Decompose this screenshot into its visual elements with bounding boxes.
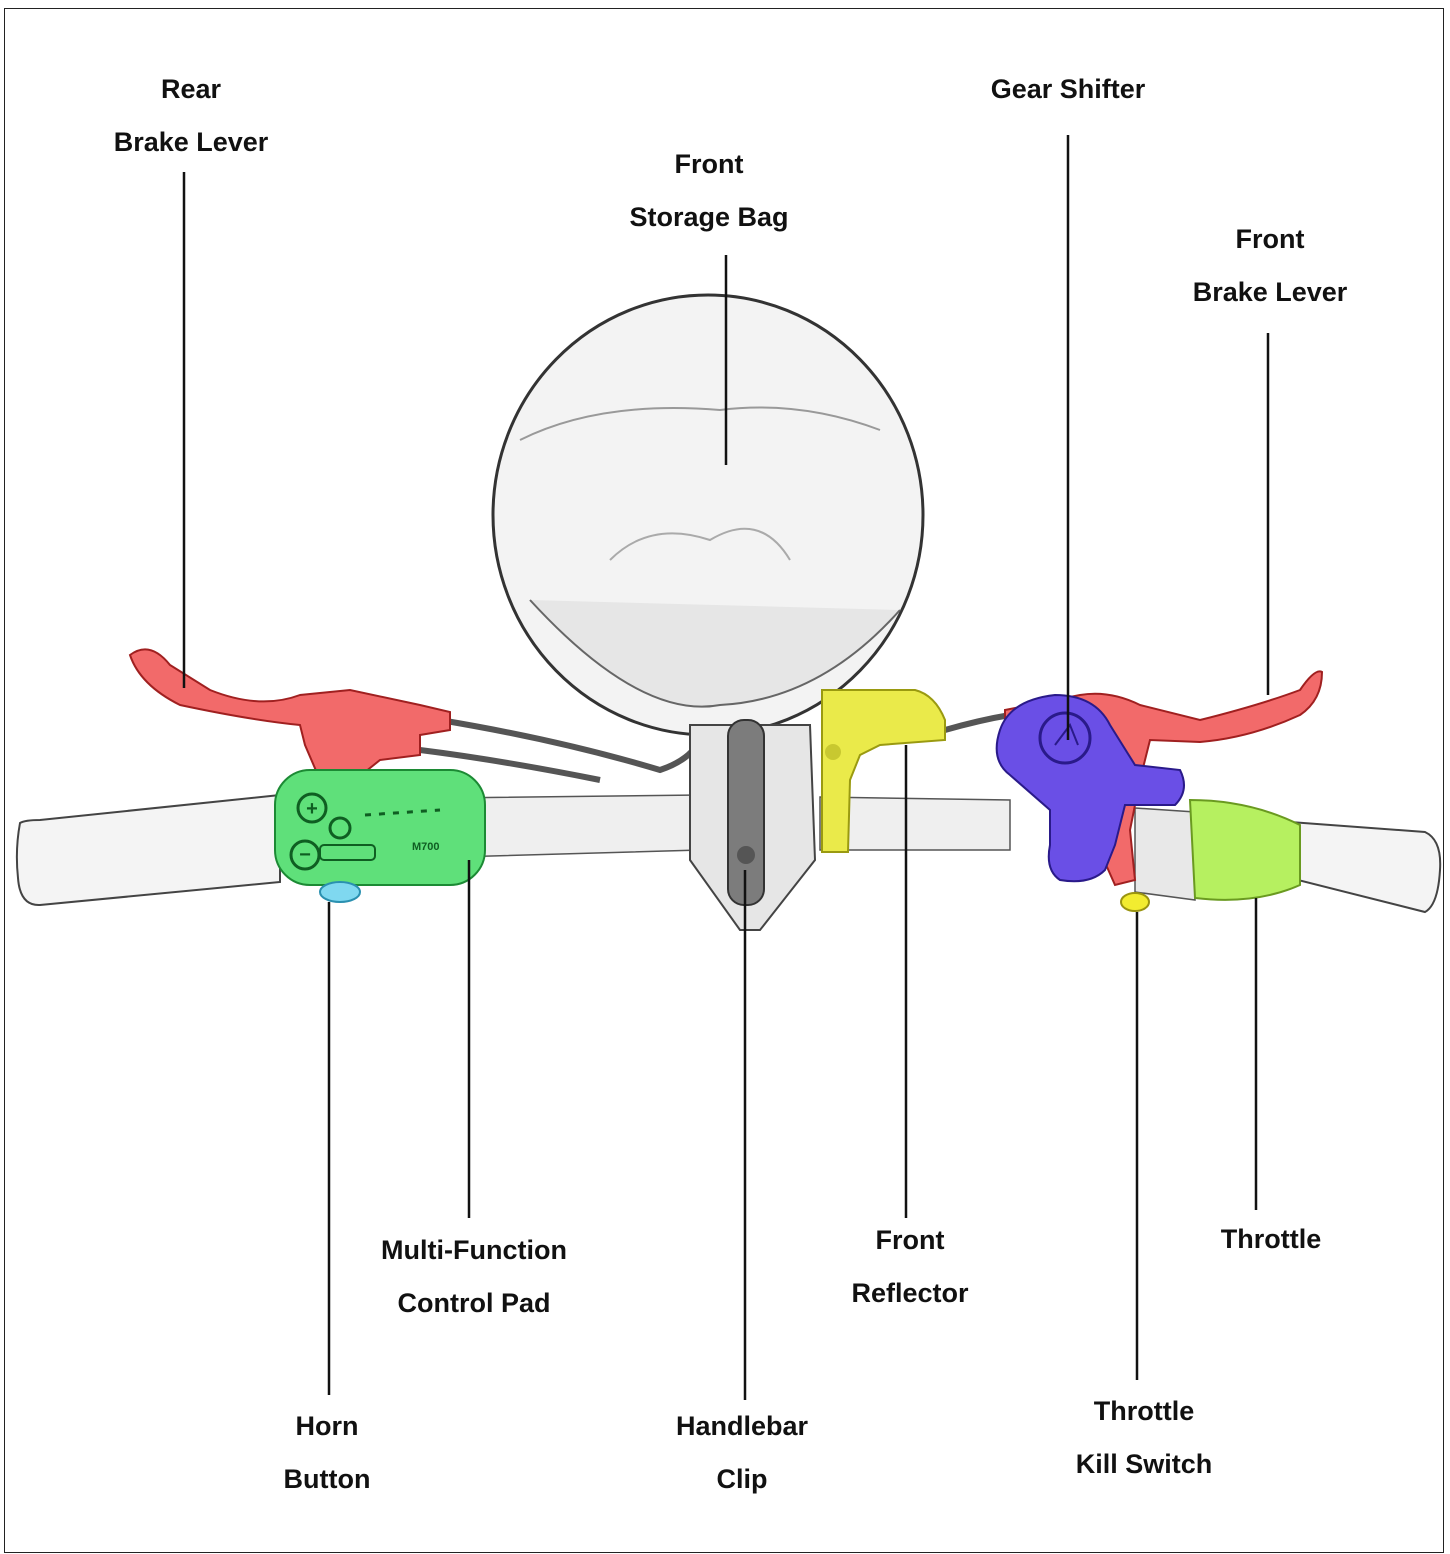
throttle-kill-switch (1121, 893, 1149, 911)
label-throttle-kill-switch: Throttle Kill Switch (1076, 1385, 1213, 1491)
label-gear-shifter: Gear Shifter (991, 63, 1146, 116)
label-front-reflector-line2: Reflector (851, 1267, 968, 1320)
label-throttle-line1: Throttle (1221, 1213, 1322, 1266)
svg-text:+: + (306, 798, 318, 820)
label-handlebar-clip-line2: Clip (676, 1453, 808, 1506)
label-front-brake-lever: Front Brake Lever (1193, 213, 1348, 319)
label-front-brake-lever-line2: Brake Lever (1193, 266, 1348, 319)
multi-function-control-pad: + − M700 (275, 770, 485, 885)
label-handlebar-clip-line1: Handlebar (676, 1400, 808, 1453)
label-front-brake-lever-line1: Front (1193, 213, 1348, 266)
label-rear-brake-lever-line1: Rear (114, 63, 269, 116)
svg-text:−: − (299, 844, 311, 866)
label-horn-button-line1: Horn (284, 1400, 371, 1453)
label-front-reflector-line1: Front (851, 1214, 968, 1267)
label-front-reflector: Front Reflector (851, 1214, 968, 1320)
label-front-storage-bag-line1: Front (629, 138, 788, 191)
label-gear-shifter-line1: Gear Shifter (991, 63, 1146, 116)
label-handlebar-clip: Handlebar Clip (676, 1400, 808, 1506)
label-front-storage-bag-line2: Storage Bag (629, 191, 788, 244)
throttle (1190, 800, 1300, 900)
label-horn-button: Horn Button (284, 1400, 371, 1506)
label-kill-switch-line2: Kill Switch (1076, 1438, 1213, 1491)
label-throttle: Throttle (1221, 1213, 1322, 1266)
label-control-pad-line1: Multi-Function (381, 1224, 567, 1277)
label-front-storage-bag: Front Storage Bag (629, 138, 788, 244)
label-multi-function-control-pad: Multi-Function Control Pad (381, 1224, 567, 1330)
label-rear-brake-lever: Rear Brake Lever (114, 63, 269, 169)
label-rear-brake-lever-line2: Brake Lever (114, 116, 269, 169)
label-control-pad-line2: Control Pad (381, 1277, 567, 1330)
horn-button (320, 882, 360, 902)
rear-brake-lever (130, 649, 450, 780)
label-kill-switch-line1: Throttle (1076, 1385, 1213, 1438)
label-horn-button-line2: Button (284, 1453, 371, 1506)
front-storage-bag (493, 295, 923, 735)
control-pad-model-text: M700 (412, 841, 440, 853)
